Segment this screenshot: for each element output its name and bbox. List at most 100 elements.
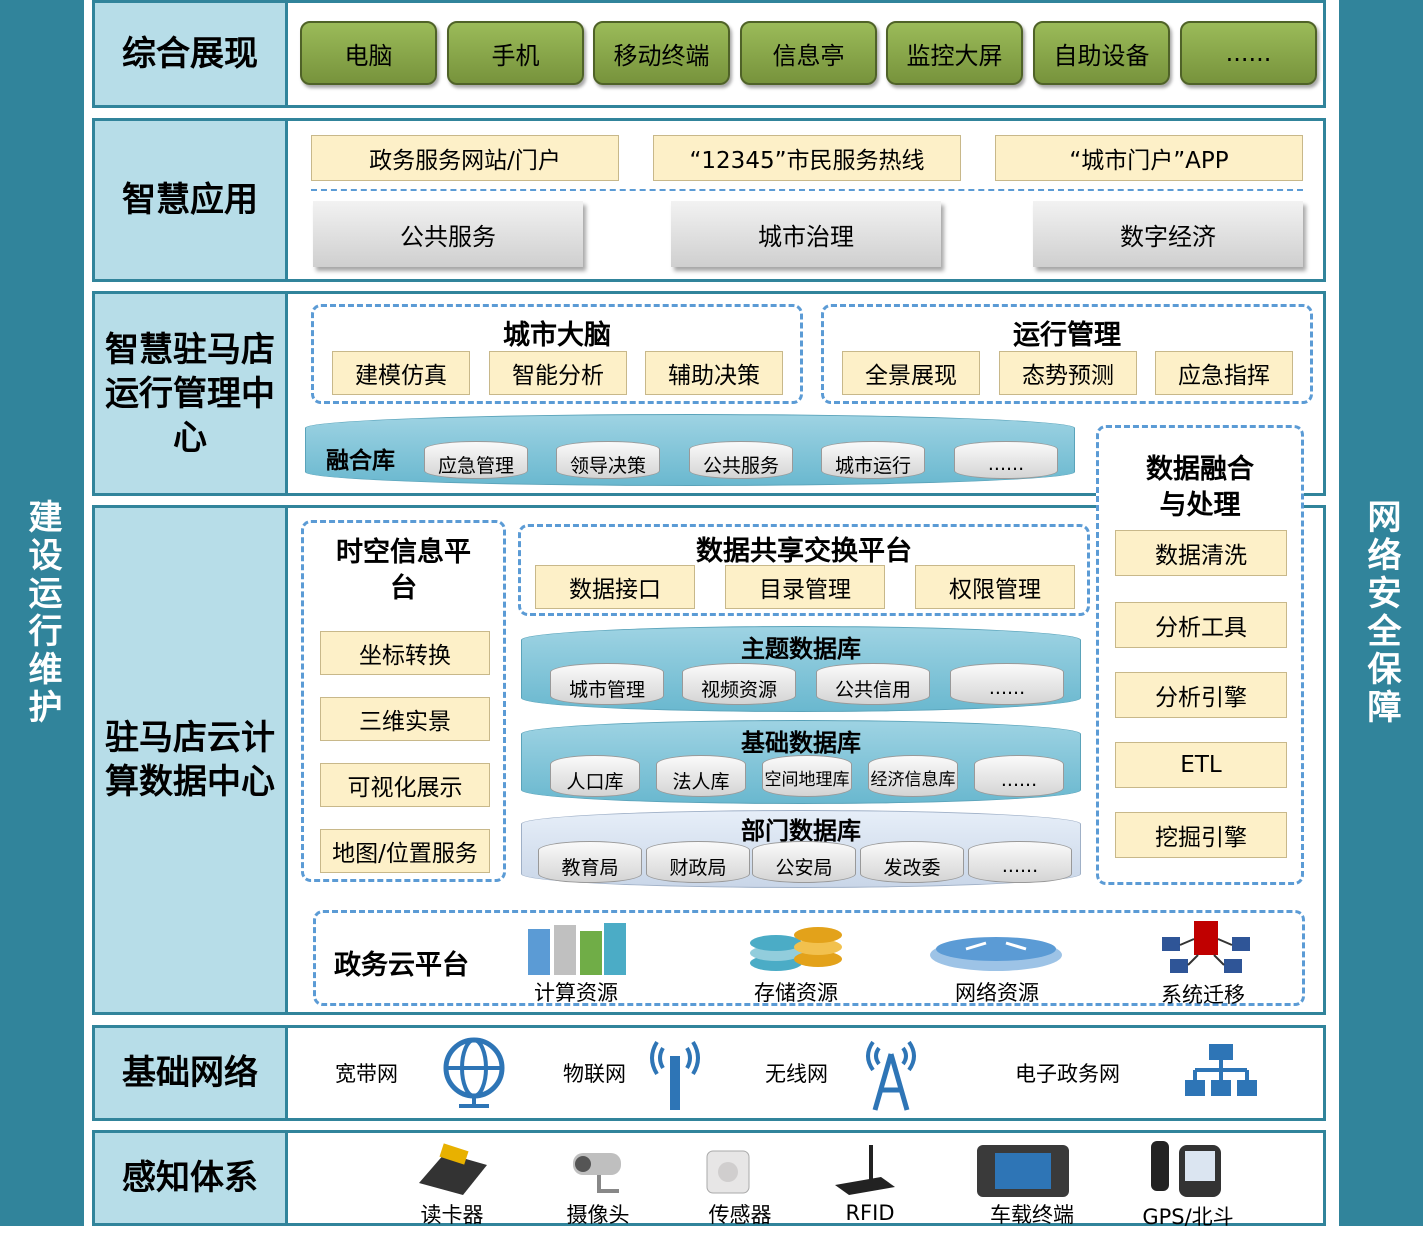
box-title: 运行管理 — [1013, 320, 1121, 351]
device-label: RFID — [845, 1201, 895, 1225]
layer-body: 政务服务网站/门户 “12345”市民服务热线 “城市门户”APP 公共服务 城… — [291, 121, 1323, 279]
fusion-db: 融合库 应急管理 领导决策 公共服务 城市运行 ...... — [305, 414, 1075, 486]
box-title: 时空信息平台 — [336, 537, 471, 604]
device-label: 传感器 — [708, 1203, 772, 1227]
terminal-item: 监控大屏 — [886, 21, 1023, 85]
capability-item: 全景展现 — [842, 351, 980, 395]
data-exchange-box: 数据共享交换平台 数据接口 目录管理 权限管理 — [518, 524, 1090, 616]
db-cylinder: 视频资源 — [682, 663, 796, 705]
device-label: 车载终端 — [990, 1203, 1074, 1227]
side-label-network-security: 网络安全保障 — [1339, 0, 1423, 1226]
portal-item: “12345”市民服务热线 — [653, 135, 961, 181]
layer-smart-applications: 智慧应用 政务服务网站/门户 “12345”市民服务热线 “城市门户”APP 公… — [92, 118, 1326, 282]
portal-item: 政务服务网站/门户 — [311, 135, 619, 181]
layer-base-network: 基础网络 宽带网 物联网 无线网 电子政务网 — [92, 1025, 1326, 1121]
layer-label: 驻马店云计算数据中心 — [95, 508, 288, 1012]
network-label: 电子政务网 — [1015, 1062, 1120, 1086]
base-db: 基础数据库 人口库 法人库 空间地理库 经济信息库 ...... — [521, 720, 1081, 804]
processing-item: 分析工具 — [1115, 602, 1287, 648]
processing-item: 数据清洗 — [1115, 530, 1287, 576]
db-cylinder: 领导决策 — [556, 441, 660, 479]
db-cylinder: 公共服务 — [689, 441, 793, 479]
cloud-resource-label: 网络资源 — [955, 981, 1039, 1005]
ops-management-box: 运行管理 全景展现 态势预测 应急指挥 — [821, 304, 1313, 404]
db-cylinder: ...... — [974, 755, 1064, 797]
capability-item: 智能分析 — [489, 351, 627, 395]
spatial-item: 可视化展示 — [320, 763, 490, 807]
terminal-item: ...... — [1180, 21, 1317, 85]
device-label: 读卡器 — [420, 1203, 484, 1227]
spatial-item: 三维实景 — [320, 697, 490, 741]
cloud-resource-label: 系统迁移 — [1161, 983, 1245, 1007]
network-router-icon — [930, 937, 1062, 971]
globe-icon — [443, 1037, 505, 1108]
layer-perception: 感知体系 读卡器 摄像头 传感器 RFID 车载终端 GPS/北斗 — [92, 1130, 1326, 1229]
layer-label: 综合展现 — [95, 3, 288, 105]
capability-item: 建模仿真 — [332, 351, 470, 395]
exchange-item: 权限管理 — [915, 565, 1075, 609]
network-label: 宽带网 — [335, 1062, 398, 1086]
db-cylinder: ...... — [968, 841, 1072, 883]
domain-tab: 数字经济 — [1033, 201, 1303, 267]
db-cylinder: 经济信息库 — [868, 755, 958, 797]
layer-label: 感知体系 — [95, 1133, 288, 1223]
dept-db: 部门数据库 教育局 财政局 公安局 发改委 ...... — [521, 810, 1081, 888]
terminal-item: 自助设备 — [1033, 21, 1170, 85]
capability-item: 辅助决策 — [645, 351, 783, 395]
layer-label: 智慧驻马店运行管理中心 — [95, 294, 288, 493]
camera-icon — [573, 1153, 621, 1193]
layer-operations-center: 智慧驻马店运行管理中心 城市大脑 建模仿真 智能分析 辅助决策 运行管理 全景展… — [92, 291, 1326, 496]
db-title: 融合库 — [326, 448, 395, 474]
terminal-item: 手机 — [447, 21, 584, 85]
layer-label: 基础网络 — [95, 1028, 288, 1118]
domain-tab: 公共服务 — [313, 201, 583, 267]
processing-item: ETL — [1115, 742, 1287, 788]
domain-tab: 城市治理 — [671, 201, 941, 267]
card-reader-icon — [419, 1143, 487, 1195]
vehicle-terminal-icon — [977, 1145, 1069, 1197]
portal-item: “城市门户”APP — [995, 135, 1303, 181]
layer-presentation: 综合展现 电脑 手机 移动终端 信息亭 监控大屏 自助设备 ...... — [92, 0, 1326, 108]
org-network-icon — [1185, 1044, 1257, 1096]
terminal-item: 信息亭 — [740, 21, 877, 85]
db-cylinder: 城市管理 — [550, 663, 664, 705]
migration-icon — [1162, 921, 1250, 973]
db-cylinder: 应急管理 — [424, 441, 528, 479]
db-cylinder: 财政局 — [646, 841, 750, 883]
sensor-icon — [706, 1150, 750, 1194]
layer-body: 宽带网 物联网 无线网 电子政务网 — [291, 1028, 1323, 1118]
divider — [311, 189, 1303, 191]
db-cylinder: 发改委 — [860, 841, 964, 883]
terminal-item: 电脑 — [300, 21, 437, 85]
db-cylinder: 空间地理库 — [762, 755, 852, 797]
db-cylinder: 公安局 — [752, 841, 856, 883]
data-processing-box: 数据融合与处理 数据清洗 分析工具 分析引擎 ETL 挖掘引擎 — [1096, 425, 1304, 885]
gps-device-icon — [1151, 1141, 1221, 1197]
cloud-resource-label: 计算资源 — [534, 981, 618, 1005]
network-label: 无线网 — [765, 1062, 828, 1086]
db-cylinder: 公共信用 — [816, 663, 930, 705]
theme-db: 主题数据库 城市管理 视频资源 公共信用 ...... — [521, 626, 1081, 712]
spatial-item: 地图/位置服务 — [320, 829, 490, 873]
layer-body: 读卡器 摄像头 传感器 RFID 车载终端 GPS/北斗 — [291, 1133, 1323, 1229]
db-cylinder: ...... — [954, 441, 1058, 479]
gov-cloud-box: 政务云平台 计算资源 存储资源 网络资源 — [313, 910, 1305, 1007]
db-cylinder: 人口库 — [550, 755, 640, 797]
exchange-item: 数据接口 — [535, 565, 695, 609]
db-cylinder: 城市运行 — [821, 441, 925, 479]
box-title: 城市大脑 — [503, 320, 611, 351]
processing-item: 分析引擎 — [1115, 672, 1287, 718]
exchange-item: 目录管理 — [725, 565, 885, 609]
storage-icon — [750, 927, 842, 971]
db-title: 主题数据库 — [741, 635, 861, 663]
capability-item: 应急指挥 — [1155, 351, 1293, 395]
db-cylinder: 教育局 — [538, 841, 642, 883]
spatial-platform-box: 时空信息平台 坐标转换 三维实景 可视化展示 地图/位置服务 — [301, 520, 506, 882]
device-label: 摄像头 — [566, 1203, 630, 1227]
db-title: 基础数据库 — [741, 729, 861, 757]
cloud-resource-label: 存储资源 — [754, 981, 838, 1005]
layer-body: 城市大脑 建模仿真 智能分析 辅助决策 运行管理 全景展现 态势预测 应急指挥 … — [291, 294, 1323, 493]
spatial-item: 坐标转换 — [320, 631, 490, 675]
box-title: 数据共享交换平台 — [696, 536, 912, 567]
rfid-device-icon — [835, 1145, 895, 1195]
